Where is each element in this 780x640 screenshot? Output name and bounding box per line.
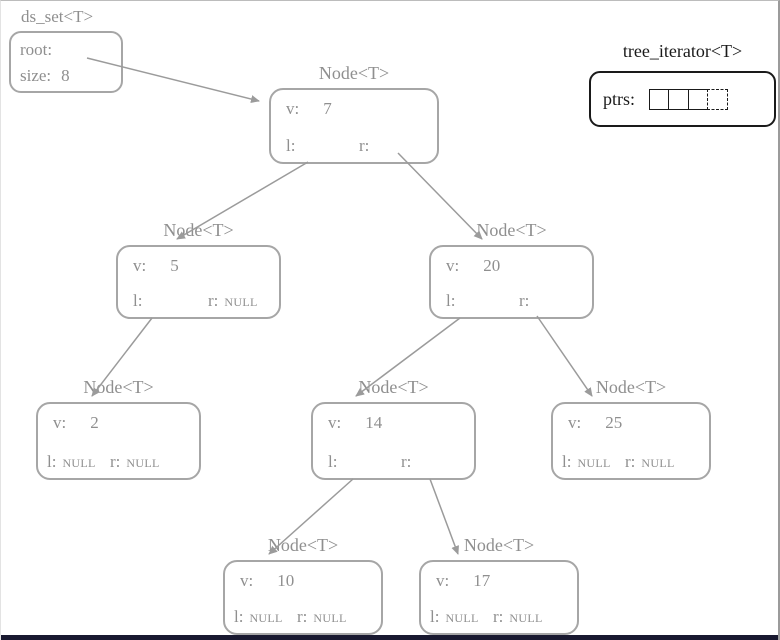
node-7-right-slot: r: — [359, 136, 370, 155]
node-17: Node<T> v: 17 l:NULL r:NULL — [419, 534, 579, 635]
size-label: size: — [20, 66, 52, 85]
v-label: v: — [436, 571, 450, 590]
node-25-value: 25 — [605, 413, 623, 432]
node-10-left-slot: l:NULL — [234, 607, 283, 626]
node-17-value-row: v: 17 — [436, 571, 490, 591]
node-5-value-row: v: 5 — [133, 256, 179, 276]
tree-iterator-title: tree_iterator<T> — [622, 41, 743, 61]
ds-set-title: ds_set<T> — [21, 7, 94, 26]
node-7-title: Node<T> — [318, 63, 390, 83]
node-14: Node<T> v: 14 l: r: — [311, 376, 476, 480]
node-14-title: Node<T> — [358, 377, 429, 397]
bottom-border-bar — [1, 635, 778, 640]
v-label: v: — [133, 256, 147, 275]
node-25: Node<T> v: 25 l:NULL r:NULL — [551, 376, 711, 480]
node-5-title: Node<T> — [163, 220, 234, 240]
v-label: v: — [328, 413, 342, 432]
size-value: 8 — [61, 66, 70, 85]
node-17-left-slot: l:NULL — [430, 607, 479, 626]
node-14-box: v: 14 l: r: — [311, 402, 476, 480]
node-14-right-slot: r: — [401, 452, 412, 471]
node-25-title: Node<T> — [595, 377, 667, 397]
size-row: size: 8 — [20, 63, 121, 89]
v-label: v: — [53, 413, 67, 432]
node-20-children-row: l: r: — [431, 289, 592, 311]
node-20-right-slot: r: — [519, 291, 530, 310]
node-25-left-slot: l:NULL — [562, 452, 611, 471]
node-17-right-slot: r:NULL — [493, 607, 543, 626]
v-label: v: — [568, 413, 582, 432]
node-20-title: Node<T> — [476, 220, 547, 240]
node-10-value: 10 — [277, 571, 295, 590]
node-2-box: v: 2 l:NULL r:NULL — [36, 402, 201, 480]
ptr-cell-4-dashed — [707, 88, 729, 110]
root-pointer-row: root: — [20, 37, 121, 63]
node-10-box: v: 10 l:NULL r:NULL — [223, 560, 383, 635]
node-17-value: 17 — [473, 571, 491, 590]
node-2-value-row: v: 2 — [53, 413, 99, 433]
tree-iterator-box: tree_iterator<T> ptrs: — [589, 41, 776, 127]
node-10-children-row: l:NULL r:NULL — [225, 605, 381, 627]
node-5: Node<T> v: 5 l: r:NULL — [116, 219, 281, 319]
ptr-cell-3 — [687, 88, 709, 110]
node-7-value-row: v: 7 — [286, 99, 332, 119]
root-label: root: — [20, 40, 53, 59]
node-14-left-slot: l: — [328, 452, 338, 471]
ds-set-rect: root: size: 8 — [9, 31, 123, 93]
node-20-value-row: v: 20 — [446, 256, 500, 276]
node-10-value-row: v: 10 — [240, 571, 294, 591]
node-25-children-row: l:NULL r:NULL — [553, 450, 709, 472]
node-2: Node<T> v: 2 l:NULL r:NULL — [36, 376, 201, 480]
node-14-children-row: l: r: — [313, 450, 474, 472]
node-25-value-row: v: 25 — [568, 413, 622, 433]
node-5-children-row: l: r:NULL — [118, 289, 279, 311]
node-5-box: v: 5 l: r:NULL — [116, 245, 281, 319]
node-20-value: 20 — [483, 256, 501, 275]
node-17-title: Node<T> — [463, 535, 535, 555]
node-7: Node<T> v: 7 l: r: — [269, 62, 439, 164]
node-20-left-slot: l: — [446, 291, 456, 310]
node-10-right-slot: r:NULL — [297, 607, 347, 626]
ptrs-label: ptrs: — [603, 88, 636, 109]
node-7-box: v: 7 l: r: — [269, 88, 439, 164]
node-25-box: v: 25 l:NULL r:NULL — [551, 402, 711, 480]
node-7-children-row: l: r: — [271, 134, 437, 156]
node-14-value: 14 — [365, 413, 383, 432]
node-25-right-slot: r:NULL — [625, 452, 675, 471]
node-17-box: v: 17 l:NULL r:NULL — [419, 560, 579, 635]
ptr-cell-1 — [649, 88, 671, 110]
tree-iterator-rect: ptrs: — [589, 71, 776, 127]
node-2-children-row: l:NULL r:NULL — [38, 450, 199, 472]
node-2-value: 2 — [90, 413, 99, 432]
node-17-children-row: l:NULL r:NULL — [421, 605, 577, 627]
node-10: Node<T> v: 10 l:NULL r:NULL — [223, 534, 383, 635]
node-7-left-slot: l: — [286, 136, 296, 155]
ptrs-cells — [649, 88, 729, 110]
ptr-cell-2 — [668, 88, 690, 110]
node-2-title: Node<T> — [83, 377, 154, 397]
node-2-left-slot: l:NULL — [47, 452, 96, 471]
node-2-right-slot: r:NULL — [110, 452, 160, 471]
v-label: v: — [446, 256, 460, 275]
node-10-title: Node<T> — [267, 535, 339, 555]
node-7-value: 7 — [323, 99, 332, 118]
node-5-right-slot: r:NULL — [208, 291, 258, 310]
node-5-left-slot: l: — [133, 291, 143, 310]
v-label: v: — [286, 99, 300, 118]
node-14-value-row: v: 14 — [328, 413, 382, 433]
node-20: Node<T> v: 20 l: r: — [429, 219, 594, 319]
node-20-box: v: 20 l: r: — [429, 245, 594, 319]
node-5-value: 5 — [170, 256, 179, 275]
v-label: v: — [240, 571, 254, 590]
ds-set-box: ds_set<T> root: size: 8 — [9, 7, 123, 93]
